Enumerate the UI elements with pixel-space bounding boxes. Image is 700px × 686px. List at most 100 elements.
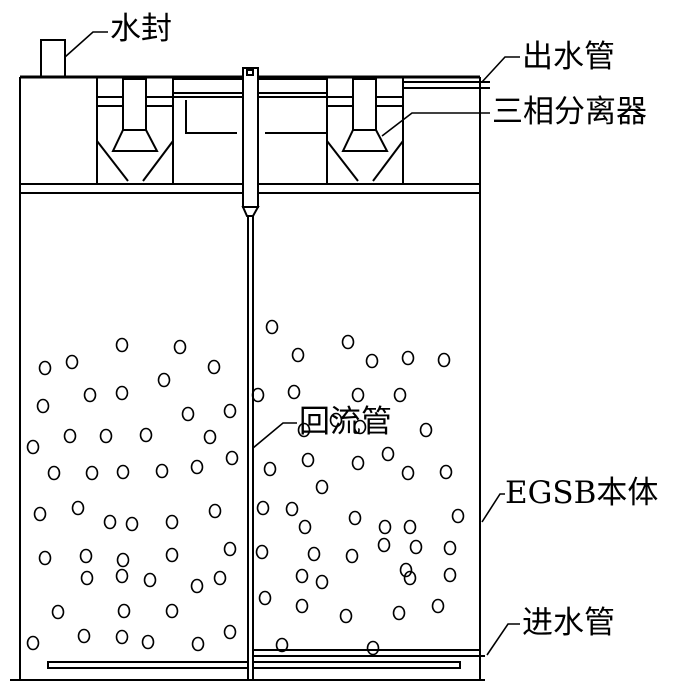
sludge-granule xyxy=(116,464,130,480)
sludge-granule xyxy=(393,387,407,403)
sludge-granule xyxy=(351,387,365,403)
sludge-granule xyxy=(223,403,237,419)
sludge-granule xyxy=(348,510,362,526)
sludge-granule xyxy=(26,635,40,651)
leader-reflux-pipe xyxy=(252,422,297,449)
sludge-granule xyxy=(353,419,367,435)
sludge-granule xyxy=(298,519,312,535)
sludge-granule xyxy=(139,427,153,443)
sludge-granule xyxy=(165,514,179,530)
sludge-granule xyxy=(51,604,65,620)
sludge-granule xyxy=(431,598,445,614)
sludge-granule xyxy=(155,463,169,479)
sludge-granule xyxy=(275,637,289,653)
sludge-granule xyxy=(439,464,453,480)
sludge-granule xyxy=(341,334,355,350)
sludge-granule xyxy=(165,603,179,619)
leader-outlet-pipe xyxy=(481,56,520,83)
sludge-granule xyxy=(71,500,85,516)
sludge-granule xyxy=(403,519,417,535)
sludge-granule xyxy=(291,347,305,363)
sludge-granule xyxy=(207,359,221,375)
sludge-granule xyxy=(255,544,269,560)
sludge-granule xyxy=(115,385,129,401)
sludge-granule xyxy=(80,570,94,586)
sludge-granule xyxy=(157,372,171,388)
sludge-granule xyxy=(141,634,155,650)
sludge-granule xyxy=(77,628,91,644)
sludge-granule xyxy=(223,624,237,640)
sludge-granule xyxy=(443,567,457,583)
sludge-granule xyxy=(79,548,93,564)
sludge-granule xyxy=(115,337,129,353)
sludge-granule xyxy=(181,406,195,422)
leader-inlet-pipe xyxy=(486,623,520,656)
sludge-granule xyxy=(165,547,179,563)
sludge-granule xyxy=(285,501,299,517)
sludge-granule xyxy=(33,506,47,522)
sludge-granule xyxy=(287,384,301,400)
sludge-granules xyxy=(26,319,465,656)
leader-separator xyxy=(381,112,490,137)
sludge-granule xyxy=(223,541,237,557)
separator-right xyxy=(326,78,404,182)
sludge-granule xyxy=(409,539,423,555)
sludge-granule xyxy=(351,455,365,471)
sludge-granule xyxy=(419,422,433,438)
sludge-granule xyxy=(213,570,227,586)
sludge-granule xyxy=(307,546,321,562)
sludge-granule xyxy=(225,450,239,466)
sludge-granule xyxy=(295,598,309,614)
sludge-granule xyxy=(403,570,417,586)
sludge-granule xyxy=(315,574,329,590)
label-three-phase-separator: 三相分离器 xyxy=(492,94,647,130)
sludge-granule xyxy=(85,465,99,481)
sludge-granule xyxy=(190,459,204,475)
sludge-granule xyxy=(65,354,79,370)
sludge-granule xyxy=(191,636,205,652)
sludge-granule xyxy=(115,568,129,584)
sludge-granule xyxy=(295,568,309,584)
sludge-granule xyxy=(208,503,222,519)
sludge-granule xyxy=(115,629,129,645)
sludge-granule xyxy=(38,550,52,566)
sludge-granule xyxy=(38,360,52,376)
sludge-granule xyxy=(401,350,415,366)
sludge-granule xyxy=(451,508,465,524)
sludge-granule xyxy=(143,572,157,588)
sludge-granule xyxy=(117,603,131,619)
sludge-granule xyxy=(116,552,130,568)
inlet-distribution-pipe xyxy=(47,649,485,669)
sludge-granule xyxy=(378,519,392,535)
sludge-granule xyxy=(258,590,272,606)
reflux-pipe xyxy=(241,67,260,680)
sludge-granule xyxy=(26,439,40,455)
sludge-granule xyxy=(63,428,77,444)
sludge-granule xyxy=(345,548,359,564)
sludge-granule xyxy=(301,452,315,468)
sludge-granule xyxy=(365,353,379,369)
sludge-granule xyxy=(251,387,265,403)
sludge-granule xyxy=(265,319,279,335)
sludge-granule xyxy=(47,465,61,481)
label-water-seal: 水封 xyxy=(110,11,172,47)
sludge-granule xyxy=(399,562,413,578)
water-seal xyxy=(40,39,66,78)
sludge-granule xyxy=(381,446,395,462)
separator-left xyxy=(96,78,174,182)
label-egsb-body: EGSB本体 xyxy=(505,475,659,511)
sludge-granule xyxy=(263,461,277,477)
sludge-granule xyxy=(103,514,117,530)
sludge-granule xyxy=(366,640,380,656)
outlet-pipe xyxy=(403,81,490,89)
label-outlet-pipe: 出水管 xyxy=(522,39,615,75)
sludge-granule xyxy=(173,339,187,355)
sludge-granule xyxy=(315,479,329,495)
sludge-granule xyxy=(297,422,311,438)
leader-lines xyxy=(64,31,520,656)
sludge-granule xyxy=(190,578,204,594)
sludge-granule xyxy=(83,387,97,403)
label-inlet-pipe: 进水管 xyxy=(522,605,615,641)
sludge-granule xyxy=(329,412,343,428)
